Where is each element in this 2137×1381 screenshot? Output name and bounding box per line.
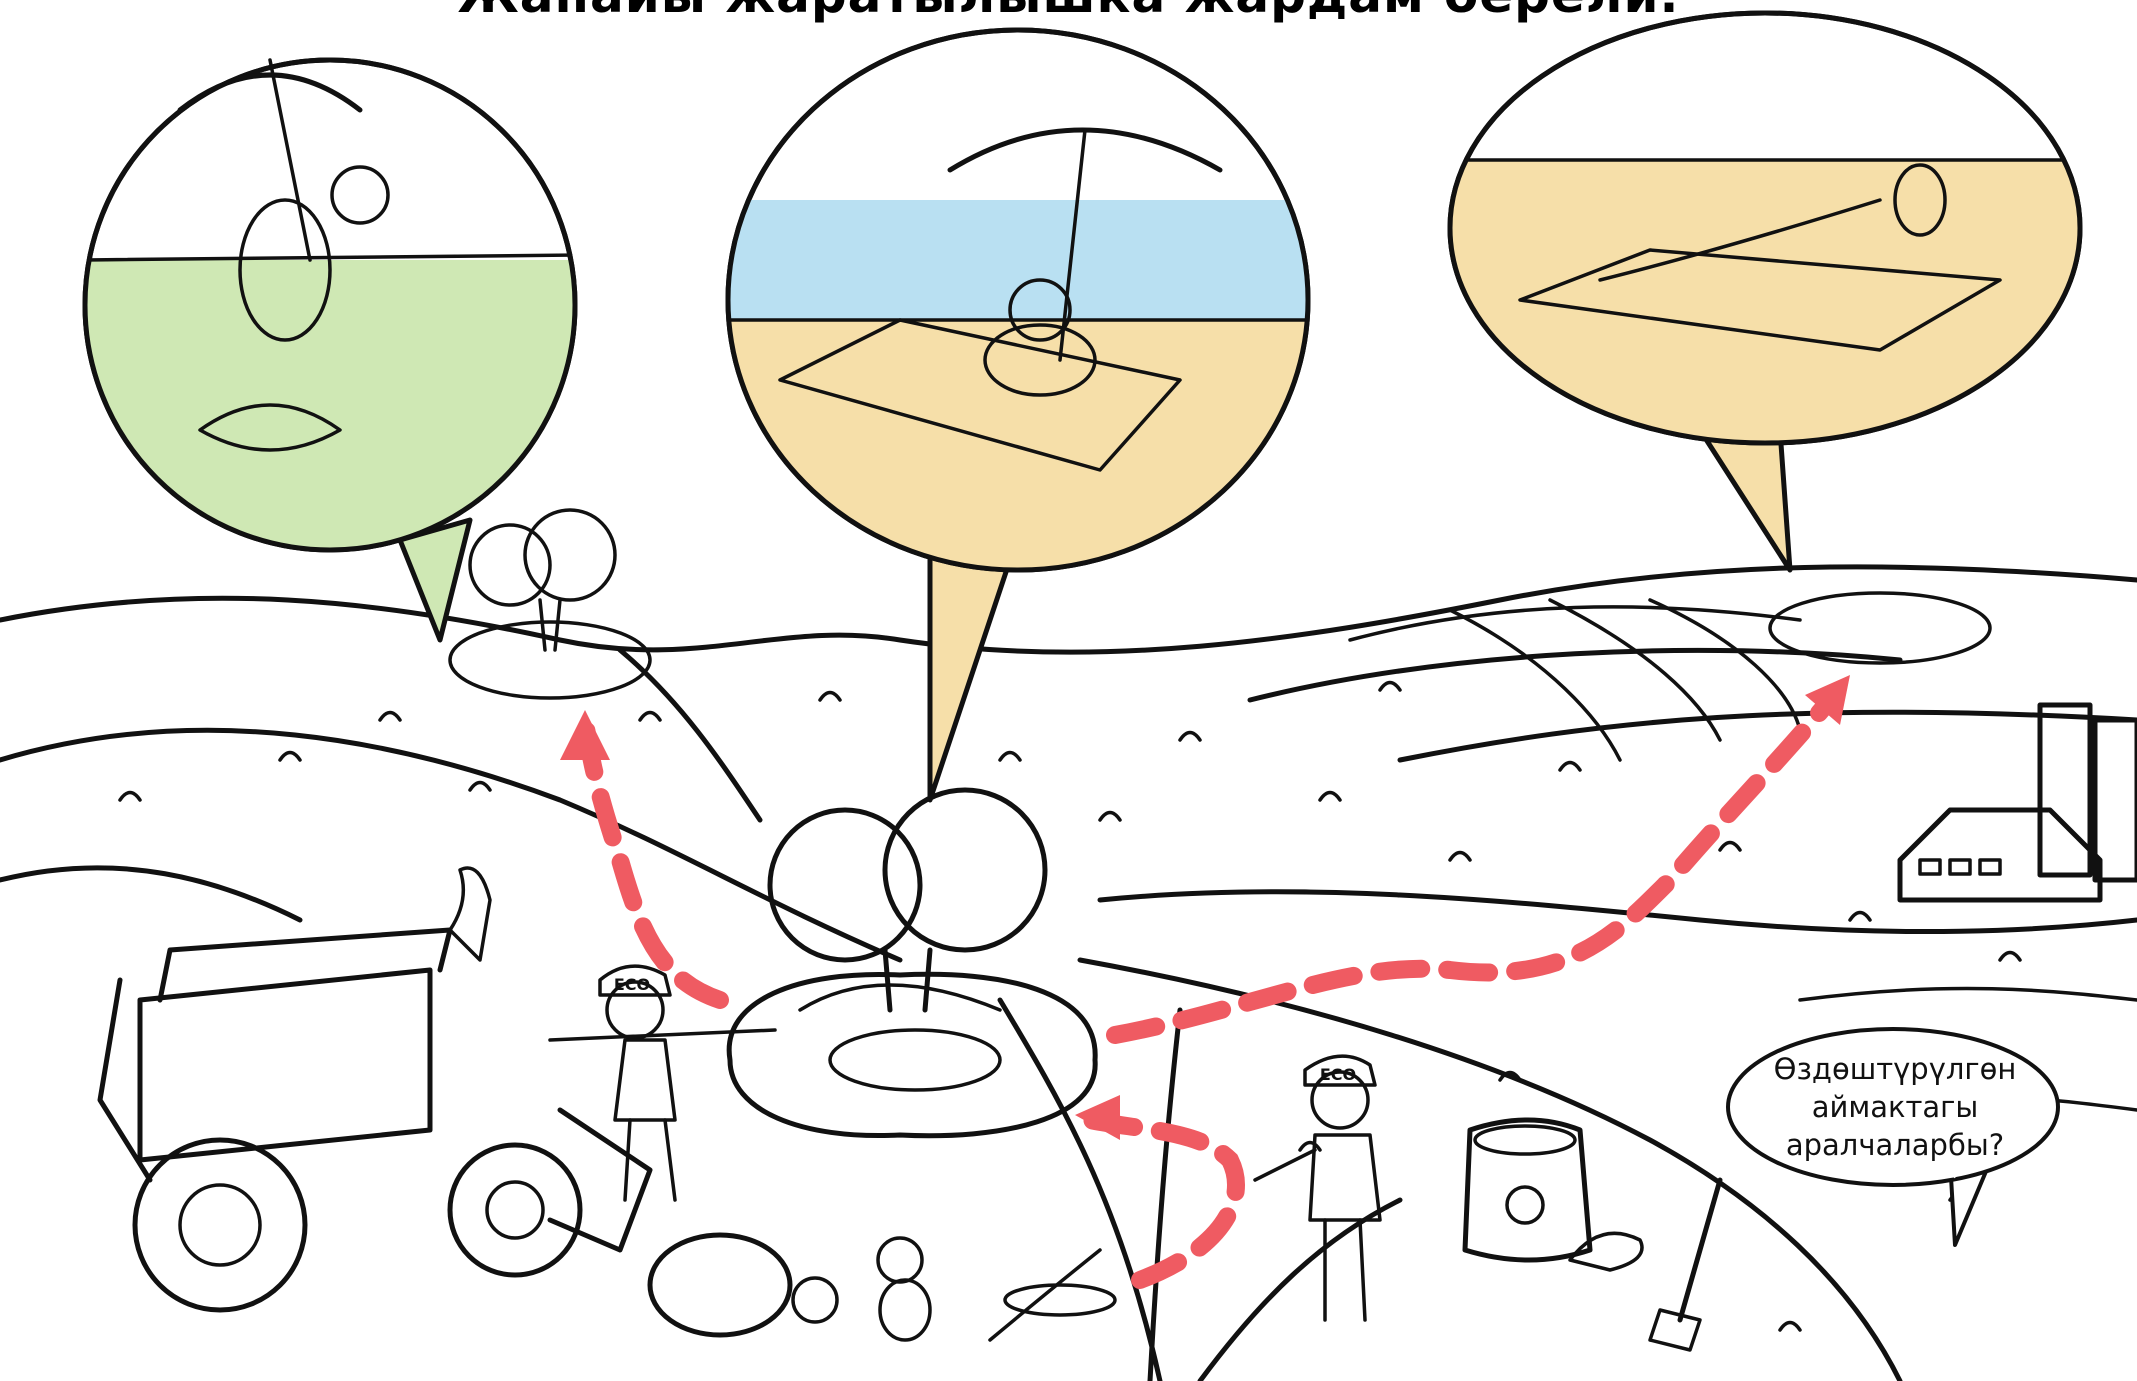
person-left (548, 964, 777, 1202)
pond-island (726, 787, 1098, 1139)
eco-cap-right: ECO (1320, 1065, 1356, 1084)
thought-bubble-tortoise (82, 57, 578, 643)
speech-line-2: аймактагы (1811, 1090, 1979, 1124)
thought-bubble-lizard (1447, 10, 2083, 573)
toxic-bag (1462, 1117, 1644, 1272)
hills (0, 564, 2137, 1381)
page-title: Жапайы жаратылышка жардам берели. (0, 0, 2137, 24)
speech-bubble (1726, 1027, 2060, 1247)
grass-island (448, 508, 652, 700)
migration-routes (560, 675, 1850, 1289)
shovel (1648, 1177, 1723, 1352)
speech-line-1: Өздөштүрүлгөн (1773, 1052, 2017, 1086)
sand-island (1768, 591, 1992, 665)
speech-bubble-text: Өздөштүрүлгөн аймактагы аралчаларбы? (1745, 1050, 2045, 1164)
animals (647, 1232, 1117, 1342)
excavator (97, 866, 653, 1313)
eco-cap-left: ECO (614, 975, 650, 994)
thought-bubble-frog (725, 27, 1311, 803)
sprouts (118, 680, 2022, 1332)
person-right (1253, 1054, 1382, 1322)
speech-line-3: аралчаларбы? (1785, 1128, 2005, 1162)
farm (1897, 702, 2137, 903)
